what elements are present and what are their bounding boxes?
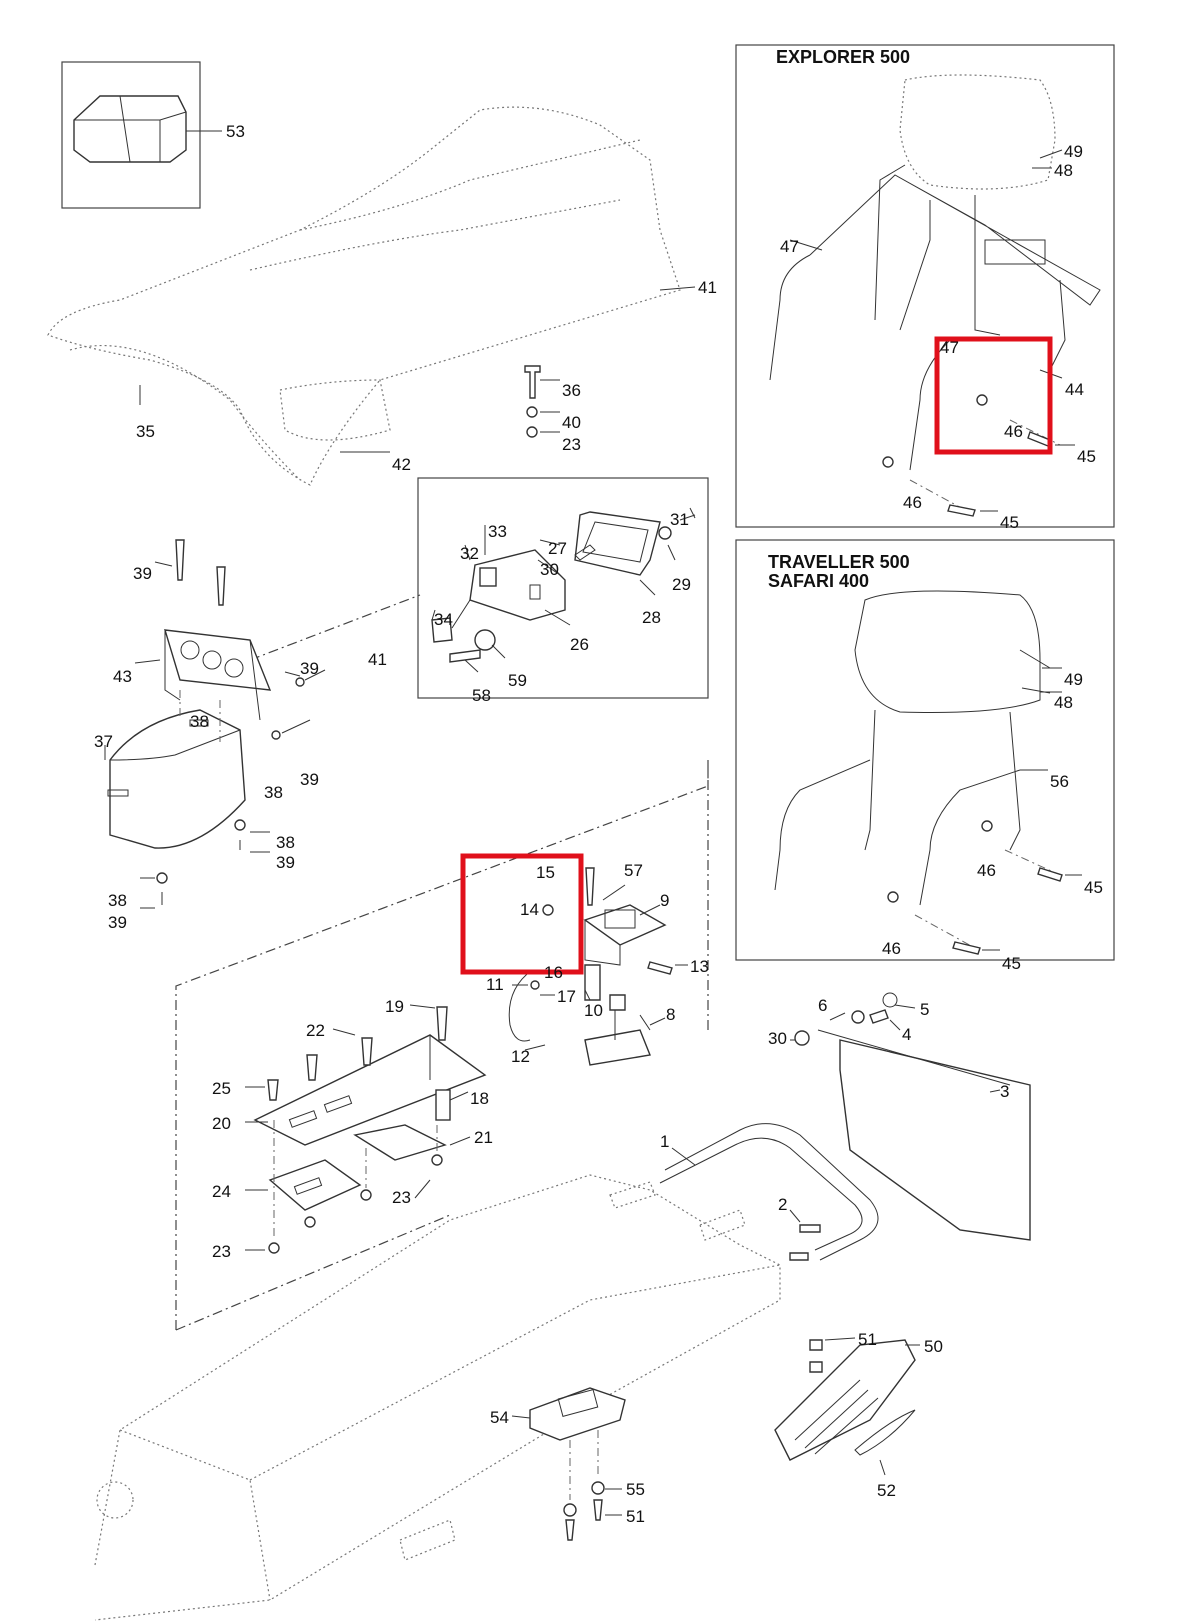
part-label: 45 [1084, 878, 1103, 897]
part-label: 30 [540, 560, 559, 579]
part-label: 41 [368, 650, 387, 669]
guard-50-group [774, 1337, 920, 1476]
traveller-safari-panel [735, 539, 1115, 961]
part-label: 11 [486, 975, 504, 994]
part-label: 50 [924, 1337, 943, 1356]
part-label: 49 [1064, 142, 1083, 161]
part-label: 26 [570, 635, 589, 654]
part-label: 4 [902, 1025, 911, 1044]
part-label: 56 [1050, 772, 1069, 791]
part-label: 55 [626, 1480, 645, 1499]
part-label: 35 [136, 422, 155, 441]
part-label: 22 [306, 1021, 325, 1040]
part-label: 16 [544, 963, 563, 982]
part-label: 3 [1000, 1082, 1009, 1101]
part-label: 34 [434, 610, 453, 629]
explorer-500-panel [735, 44, 1115, 528]
part-label: 15 [536, 863, 555, 882]
part-label: 24 [212, 1182, 231, 1201]
part-label: 8 [666, 1005, 675, 1024]
part-label: 20 [212, 1114, 231, 1133]
part-label: 47 [940, 338, 959, 357]
part-label: 38 [190, 712, 209, 731]
tunnel [94, 1174, 781, 1621]
part-label: 51 [858, 1330, 877, 1349]
part-label: 9 [660, 891, 669, 910]
part-label: 39 [276, 853, 295, 872]
part-label: 41 [698, 278, 717, 297]
highlight-box-parts-14-15 [460, 853, 584, 975]
part-label: 10 [584, 1001, 603, 1020]
part-label: 46 [882, 939, 901, 958]
part-label: 31 [670, 510, 689, 529]
part-label: 6 [818, 996, 827, 1015]
part-label: 25 [212, 1079, 231, 1098]
part-label: 45 [1077, 447, 1096, 466]
part-label: 39 [108, 913, 127, 932]
part-label: 59 [508, 671, 527, 690]
part-label: 2 [778, 1195, 787, 1214]
part-label: 43 [113, 667, 132, 686]
part-label: 46 [977, 861, 996, 880]
hitch-parts [508, 867, 688, 1066]
part-label: 18 [470, 1089, 489, 1108]
part-labels: 53 41 35 42 36 40 23 49 48 47 47 44 46 4… [94, 122, 1103, 1526]
part-label: 42 [392, 455, 411, 474]
part-label: 32 [460, 544, 479, 563]
part-label: 39 [300, 770, 319, 789]
explorer-500-title: EXPLORER 500 [776, 47, 910, 67]
part-label: 37 [94, 732, 113, 751]
part-label: 23 [562, 435, 581, 454]
part-label: 49 [1064, 670, 1083, 689]
safari-400-title: SAFARI 400 [768, 571, 869, 591]
traveller-500-title: TRAVELLER 500 [768, 552, 910, 572]
part-label: 47 [780, 237, 799, 256]
part-label: 48 [1054, 161, 1073, 180]
part-label: 58 [472, 686, 491, 705]
part-label: 38 [264, 783, 283, 802]
part-label: 28 [642, 608, 661, 627]
part-label: 33 [488, 522, 507, 541]
part-label: 12 [511, 1047, 530, 1066]
part-label: 53 [226, 122, 245, 141]
part-label: 39 [300, 659, 319, 678]
part-label: 48 [1054, 693, 1073, 712]
part-label: 14 [520, 900, 539, 919]
part-label: 57 [624, 861, 643, 880]
part-label: 23 [212, 1242, 231, 1261]
part-label: 17 [557, 987, 576, 1006]
cover-54-group [511, 1387, 626, 1541]
bracket-43-group [104, 539, 326, 909]
part-label: 38 [276, 833, 295, 852]
part-label: 27 [548, 539, 567, 558]
highlight-box-part-47 [934, 336, 1053, 455]
inset-53 [61, 61, 222, 209]
bolt-36-group [524, 365, 560, 438]
part-label: 40 [562, 413, 581, 432]
part-label: 39 [133, 564, 152, 583]
taillight-inset [417, 477, 709, 699]
part-label: 46 [903, 493, 922, 512]
part-label: 46 [1004, 422, 1023, 441]
flap-bumper-group [659, 992, 1031, 1261]
part-label: 45 [1000, 513, 1019, 532]
part-label: 19 [385, 997, 404, 1016]
part-label: 21 [474, 1128, 493, 1147]
part-label: 52 [877, 1481, 896, 1500]
plate-20-group [245, 1004, 487, 1254]
seat [47, 106, 696, 486]
part-label: 44 [1065, 380, 1084, 399]
part-label: 38 [108, 891, 127, 910]
part-label: 36 [562, 381, 581, 400]
part-label: 30 [768, 1029, 787, 1048]
part-label: 51 [626, 1507, 645, 1526]
part-label: 5 [920, 1000, 929, 1019]
part-label: 13 [690, 957, 709, 976]
part-label: 1 [660, 1132, 669, 1151]
part-label: 45 [1002, 954, 1021, 973]
part-label: 29 [672, 575, 691, 594]
part-label: 54 [490, 1408, 509, 1427]
part-label: 23 [392, 1188, 411, 1207]
